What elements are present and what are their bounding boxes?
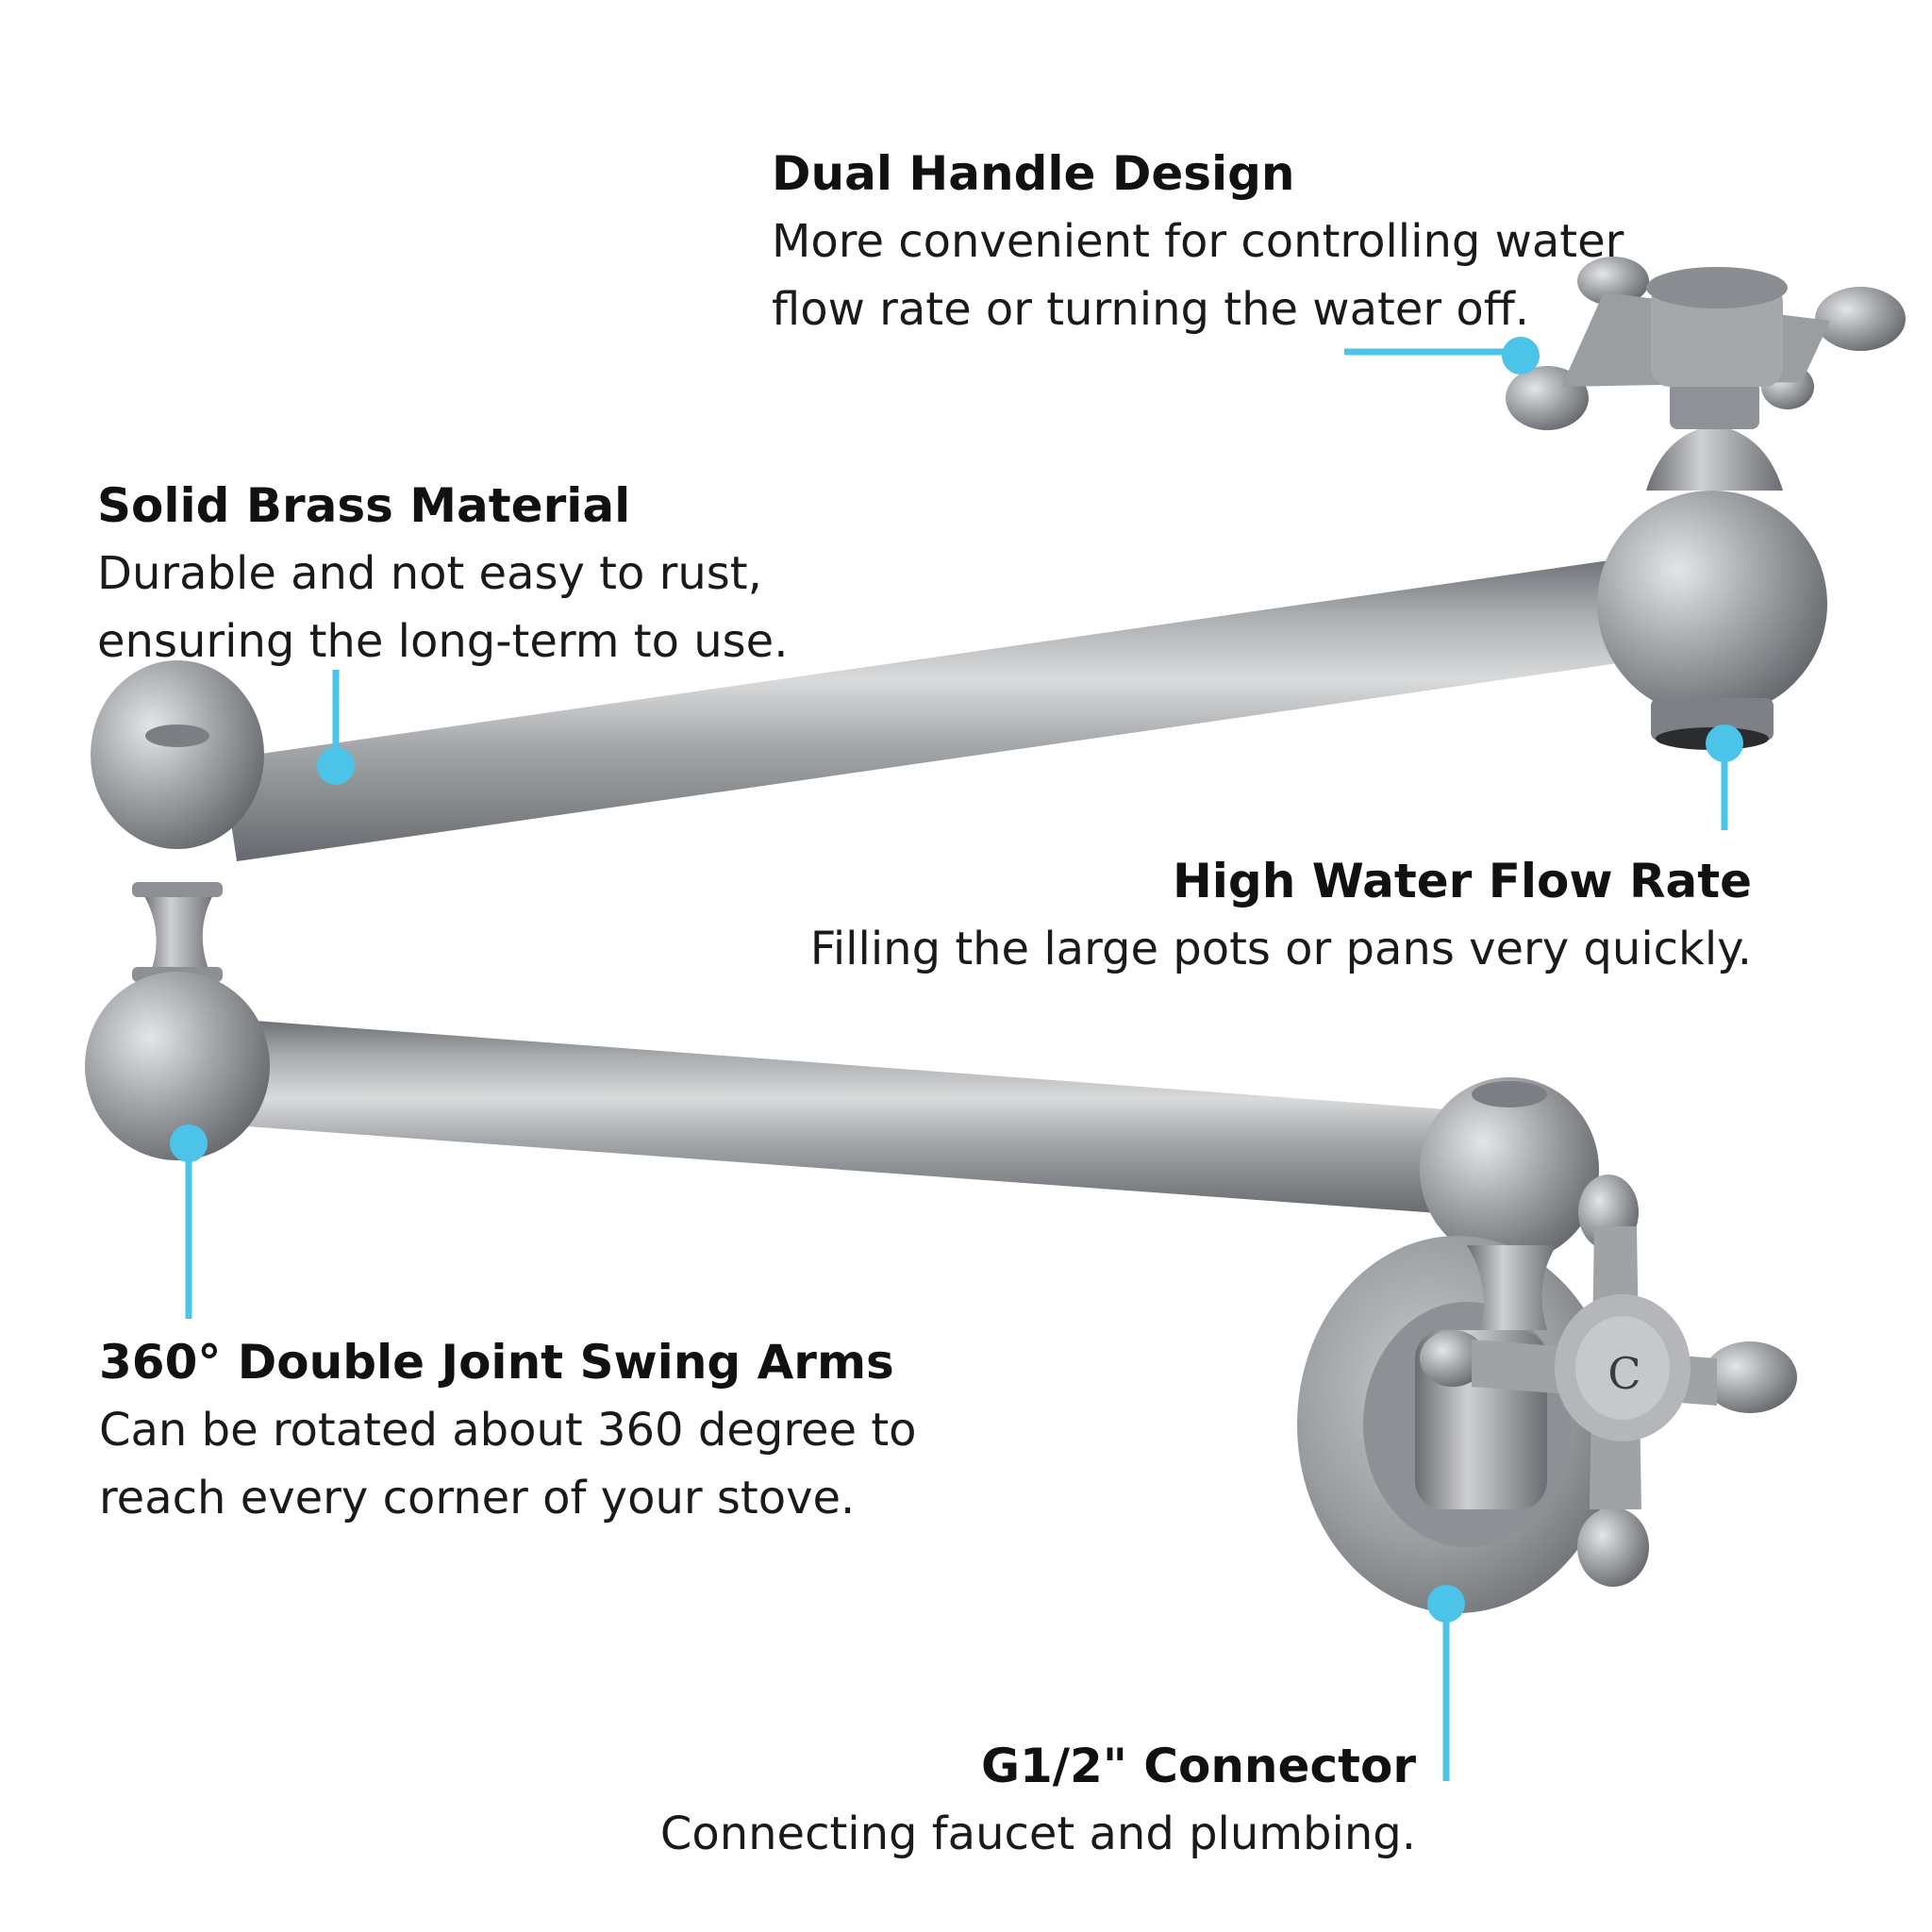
callout-title: G1/2" Connector bbox=[980, 1739, 1416, 1793]
callout-solid-brass: Solid Brass Material Durable and not eas… bbox=[97, 472, 788, 675]
wall-mount-plate bbox=[1297, 1236, 1618, 1613]
callout-title: Dual Handle Design bbox=[772, 146, 1295, 201]
solid-brass-dot bbox=[317, 747, 355, 785]
lower-swing-arm bbox=[247, 1021, 1472, 1215]
callout-title: Solid Brass Material bbox=[97, 478, 631, 533]
callout-desc-line1: Can be rotated about 360 degree to bbox=[99, 1404, 917, 1457]
callout-high-flow: High Water Flow Rate Filling the large p… bbox=[810, 847, 1752, 983]
callout-connector: G1/2" Connector Connecting faucet and pl… bbox=[660, 1732, 1416, 1868]
callout-desc-line1: Filling the large pots or pans very quic… bbox=[809, 923, 1752, 975]
top-cross-handle bbox=[1506, 257, 1906, 430]
swing-arm-dot bbox=[170, 1124, 208, 1162]
callout-desc-line2: flow rate or turning the water off. bbox=[772, 283, 1530, 336]
high-flow-dot bbox=[1706, 724, 1743, 762]
upper-elbow-joint bbox=[91, 660, 264, 849]
lower-elbow-joint bbox=[85, 972, 270, 1160]
dual-handle-dot bbox=[1502, 337, 1540, 375]
callout-desc-line2: reach every corner of your stove. bbox=[99, 1472, 856, 1524]
handle-cap-letter: C bbox=[1607, 1348, 1641, 1399]
callout-desc-line1: More convenient for controlling water bbox=[772, 215, 1624, 268]
callout-desc-line1: Durable and not easy to rust, bbox=[97, 547, 762, 600]
callout-dual-handle: Dual Handle Design More convenient for c… bbox=[772, 140, 1624, 343]
callout-title: High Water Flow Rate bbox=[1172, 854, 1752, 908]
bottom-cross-handle bbox=[1420, 1174, 1797, 1587]
double-joint-neck bbox=[132, 882, 223, 982]
upper-swing-arm bbox=[222, 558, 1638, 861]
callout-markers bbox=[170, 337, 1743, 1781]
connector-dot bbox=[1427, 1585, 1465, 1623]
callout-desc-line2: ensuring the long-term to use. bbox=[97, 615, 789, 668]
callout-swing-arms: 360° Double Joint Swing Arms Can be rota… bbox=[99, 1328, 917, 1532]
callout-title: 360° Double Joint Swing Arms bbox=[99, 1335, 894, 1390]
spout-ball bbox=[1597, 382, 1827, 750]
callout-desc-line1: Connecting faucet and plumbing. bbox=[659, 1807, 1416, 1860]
wall-elbow-joint bbox=[1420, 1077, 1599, 1262]
